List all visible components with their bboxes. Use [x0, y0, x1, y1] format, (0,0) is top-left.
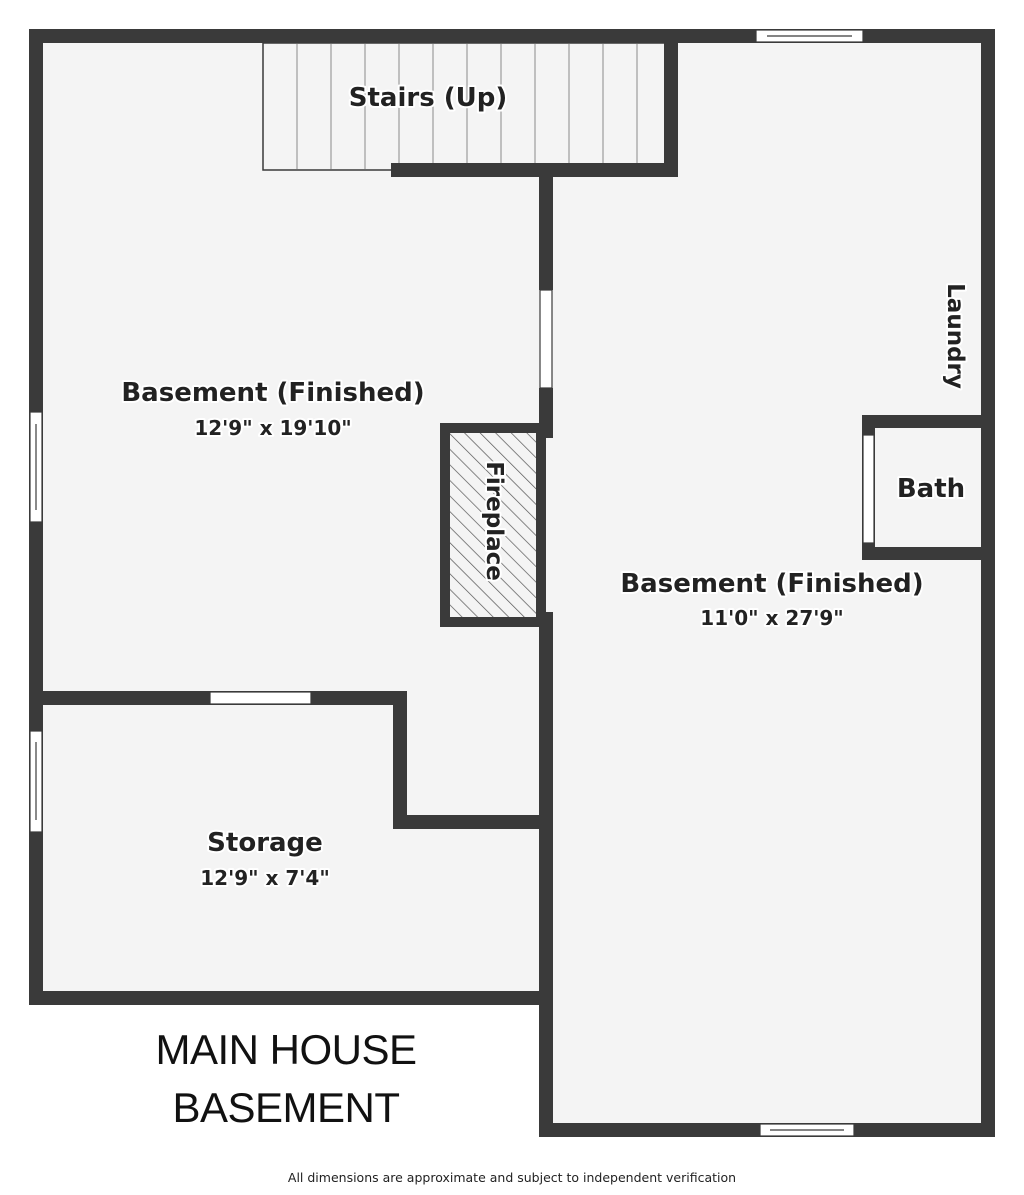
room-labels: Stairs (Up) Basement (Finished) 12'9" x … — [119, 81, 970, 892]
wall-center-upper — [539, 170, 553, 290]
stair-treads — [296, 44, 638, 169]
wall-bath-top — [862, 415, 995, 428]
fireplace-hatch — [447, 430, 539, 620]
floor-title-line-2: BASEMENT — [172, 1084, 400, 1131]
wall-storage-notch — [393, 815, 553, 829]
storage-dimensions: 12'9" x 7'4" — [200, 866, 330, 890]
wall-stairs-right — [664, 29, 678, 177]
wall-center-lower — [539, 612, 553, 1005]
door-storage — [209, 691, 312, 705]
basement-east-dimensions: 11'0" x 27'9" — [700, 606, 843, 630]
door-center — [539, 289, 553, 389]
floor-title-line-1: MAIN HOUSE — [155, 1026, 417, 1073]
fireplace-surround — [440, 423, 546, 627]
storage-label: Storage — [207, 828, 323, 858]
wall-stairs-bottom — [391, 163, 678, 177]
bath-label: Bath — [897, 474, 965, 504]
openings — [29, 29, 875, 1137]
wall-storage-step — [393, 691, 407, 829]
footer-disclaimer: All dimensions are approximate and subje… — [287, 1170, 737, 1185]
door-bath — [862, 434, 875, 544]
wall-right — [981, 29, 995, 1137]
floor-storage — [36, 698, 546, 1000]
wall-top — [29, 29, 995, 43]
stairs-label: Stairs (Up) — [349, 83, 507, 113]
laundry-label: Laundry — [942, 283, 968, 389]
wall-bottom-west — [29, 991, 553, 1005]
wall-bath-bottom — [862, 547, 995, 560]
basement-west-dimensions: 12'9" x 19'10" — [194, 416, 351, 440]
wall-east-lower-left — [539, 991, 553, 1137]
basement-west-label: Basement (Finished) — [121, 378, 424, 408]
fireplace — [440, 423, 546, 627]
floor-east — [546, 36, 988, 1130]
basement-east-label: Basement (Finished) — [620, 569, 923, 599]
fireplace-label: Fireplace — [481, 461, 507, 581]
wall-center-mid — [539, 388, 553, 438]
